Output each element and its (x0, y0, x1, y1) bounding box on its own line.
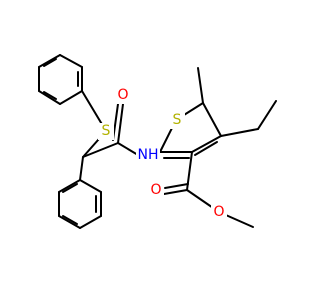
molecule-structure: S O S NH O O (38, 54, 277, 229)
phenyl-ring-top (38, 54, 83, 105)
atom-nh: NH (136, 146, 160, 163)
ethyl-group (220, 100, 277, 137)
svg-text:O: O (150, 182, 161, 198)
thiophene-ring (159, 102, 222, 159)
atom-o-amide: O (115, 87, 131, 104)
atom-s-thiophene: S (169, 112, 185, 129)
methyl-ester-group (163, 151, 254, 228)
methyl-group (197, 67, 204, 104)
phenyl-ring-bottom (58, 179, 102, 229)
atom-o-ester-carbonyl: O (148, 182, 164, 199)
svg-text:O: O (213, 204, 224, 220)
atom-s-thioether: S (98, 123, 114, 140)
svg-text:NH: NH (138, 147, 159, 163)
svg-text:S: S (173, 112, 182, 128)
atom-o-ester-ether: O (211, 204, 227, 221)
svg-text:S: S (102, 123, 111, 139)
svg-text:O: O (117, 87, 128, 103)
